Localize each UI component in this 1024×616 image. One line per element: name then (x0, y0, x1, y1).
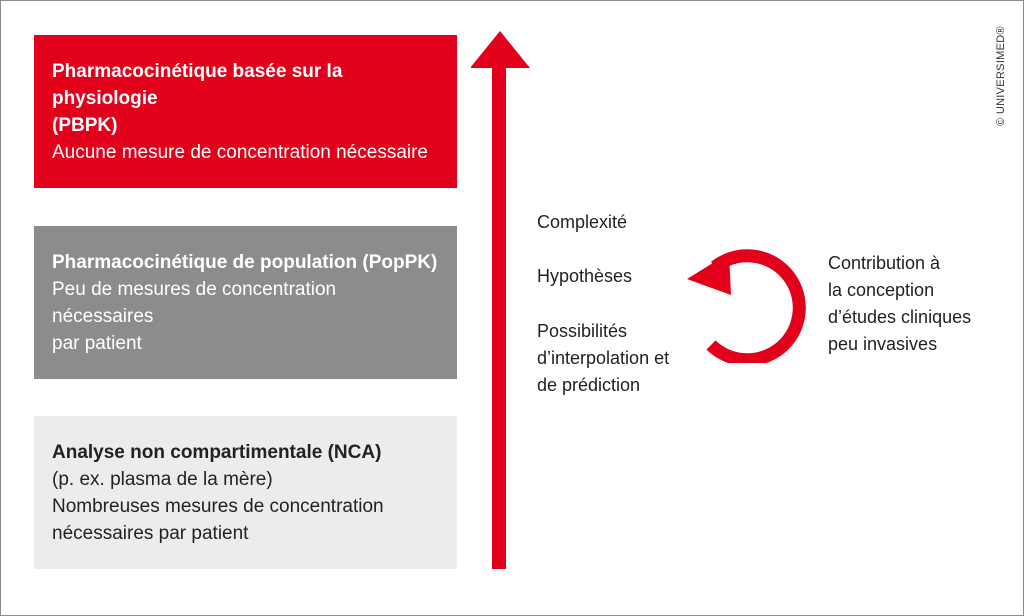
level-poppk-title: Pharmacocinétique de population (PopPK) (52, 251, 438, 273)
level-nca-example: (p. ex. plasma de la mère) (52, 468, 273, 490)
arrow-up-icon (471, 31, 530, 569)
level-poppk: Pharmacocinétique de population (PopPK) … (34, 226, 457, 379)
axis-item-prediction: Possibilités d’interpolation et de prédi… (537, 321, 670, 395)
level-pbpk: Pharmacocinétique basée sur la physiolog… (34, 35, 457, 188)
axis-item-hypotheses: Hypothèses (537, 266, 633, 286)
axis-item-complexity: Complexité (537, 212, 628, 232)
level-nca: Analyse non compartimentale (NCA) (p. ex… (34, 416, 457, 569)
level-poppk-description-2: par patient (52, 332, 142, 354)
level-poppk-description-1: Peu de mesures de concentration nécessai… (52, 278, 337, 327)
level-pbpk-description: Aucune mesure de concentration nécessair… (52, 141, 429, 163)
copyright-mark: © UNIVERSIMED® (989, 21, 1013, 131)
level-pbpk-abbrev: (PBPK) (52, 114, 118, 136)
level-nca-description-2: nécessaires par patient (52, 522, 249, 544)
copyright-text: © UNIVERSIMED® (995, 26, 1007, 126)
level-nca-title: Analyse non compartimentale (NCA) (52, 441, 382, 463)
level-pbpk-title: Pharmacocinétique basée sur la physiolog… (52, 60, 343, 109)
circular-arrow-icon (687, 249, 806, 363)
level-nca-description-1: Nombreuses mesures de concentration (52, 495, 384, 517)
contribution-text: Contribution à la conception d’études cl… (828, 253, 972, 354)
